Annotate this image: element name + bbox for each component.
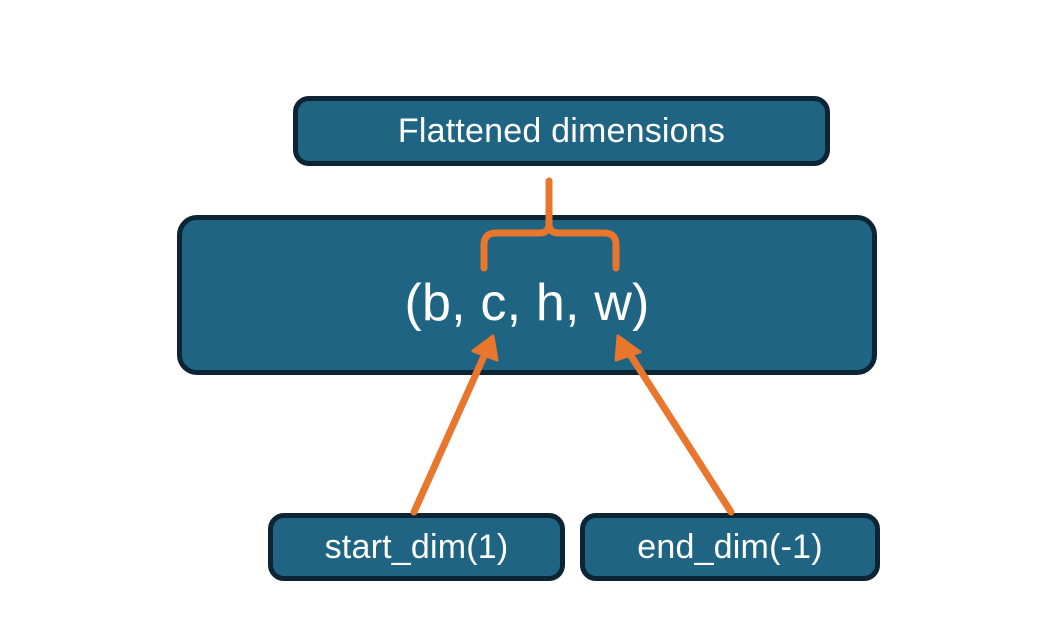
node-tensor-shape-label: (b, c, h, w) [404, 274, 650, 332]
node-end-dim[interactable]: end_dim(-1) [580, 513, 880, 581]
node-tensor-shape[interactable]: (b, c, h, w) [177, 215, 877, 375]
node-end-dim-label: end_dim(-1) [637, 528, 823, 566]
node-start-dim-label: start_dim(1) [324, 528, 509, 566]
node-flattened-dimensions-label: Flattened dimensions [397, 112, 726, 150]
node-start-dim[interactable]: start_dim(1) [268, 513, 565, 581]
node-flattened-dimensions[interactable]: Flattened dimensions [293, 96, 830, 166]
